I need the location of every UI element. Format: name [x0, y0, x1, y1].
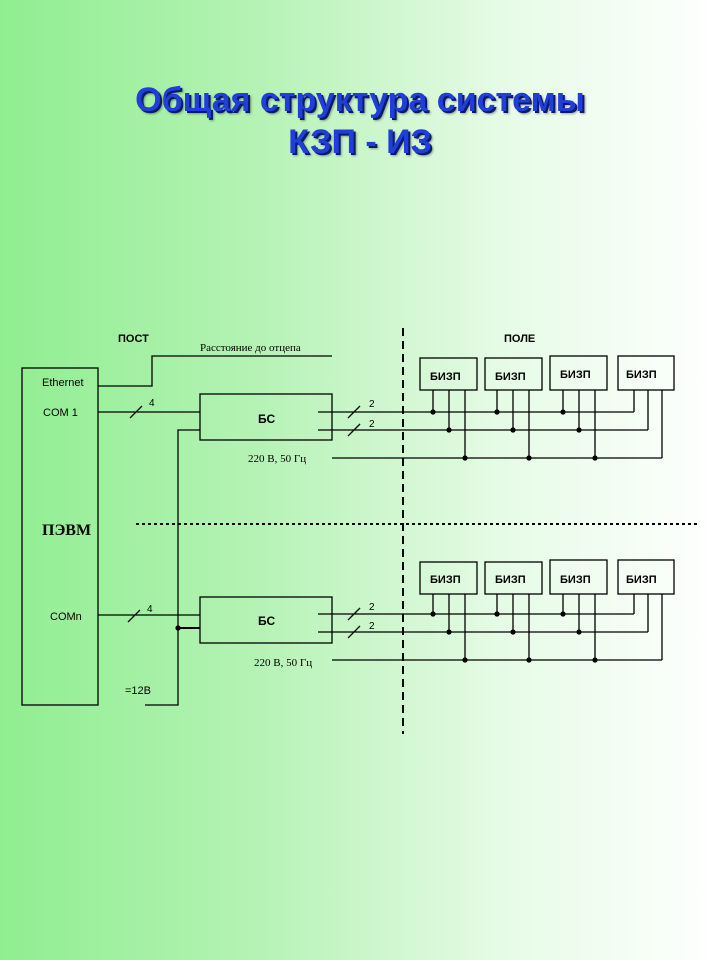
title-line-1: Общая структура системы — [135, 81, 585, 119]
power-ac-label-1: 220 В, 50 Гц — [248, 453, 306, 465]
power-ac-label-2: 220 В, 50 Гц — [254, 657, 312, 669]
bs-label-1: БС — [258, 412, 275, 426]
bizp-label: БИЗП — [430, 371, 461, 383]
bs1-mark-a — [347, 405, 361, 419]
com1-wire-count: 4 — [149, 398, 155, 409]
bizp-box — [617, 355, 675, 391]
power-dc-bus — [145, 429, 200, 706]
com1-port-label: COM 1 — [43, 407, 78, 419]
bs-box-2 — [199, 596, 333, 644]
bizp-label: БИЗП — [430, 574, 461, 586]
bizp-group-2: БИЗП БИЗП БИЗП БИЗП — [419, 559, 675, 663]
bizp-label: БИЗП — [626, 574, 657, 586]
comn-wire-count: 4 — [147, 604, 153, 615]
pc-label: ПЭВМ — [42, 522, 91, 539]
bizp-group-1: БИЗП БИЗП БИЗП БИЗП — [419, 355, 675, 461]
bizp-label: БИЗП — [495, 574, 526, 586]
bizp-label: БИЗП — [560, 369, 591, 381]
title-line-2: КЗП - ИЗ — [288, 123, 432, 161]
ethernet-port-label: Ethernet — [42, 377, 84, 389]
bs-box-1 — [199, 393, 333, 441]
bs2-mark-b — [347, 625, 361, 639]
com1-wire-mark — [129, 405, 143, 419]
bs1-mark-b — [347, 423, 361, 437]
power-dc-label: =12В — [125, 685, 151, 697]
bs1-wire-count-a: 2 — [369, 399, 375, 410]
bizp-label: БИЗП — [560, 574, 591, 586]
bizp-box — [617, 559, 675, 595]
post-label: ПОСТ — [118, 333, 149, 345]
bizp-label: БИЗП — [495, 371, 526, 383]
bs2-wire-count-b: 2 — [369, 621, 375, 632]
pc-box — [21, 367, 99, 706]
comn-wire-mark — [127, 609, 141, 623]
power-dc-junction — [175, 625, 181, 631]
bizp-label: БИЗП — [626, 369, 657, 381]
bs2-wire-count-a: 2 — [369, 602, 375, 613]
bs1-wire-count-b: 2 — [369, 419, 375, 430]
comn-port-label: COMn — [50, 611, 82, 623]
ethernet-line — [98, 355, 332, 387]
bs2-mark-a — [347, 607, 361, 621]
field-label: ПОЛЕ — [504, 333, 535, 345]
bs-label-2: БС — [258, 614, 275, 628]
distance-label: Расстояние до отцепа — [200, 342, 301, 354]
